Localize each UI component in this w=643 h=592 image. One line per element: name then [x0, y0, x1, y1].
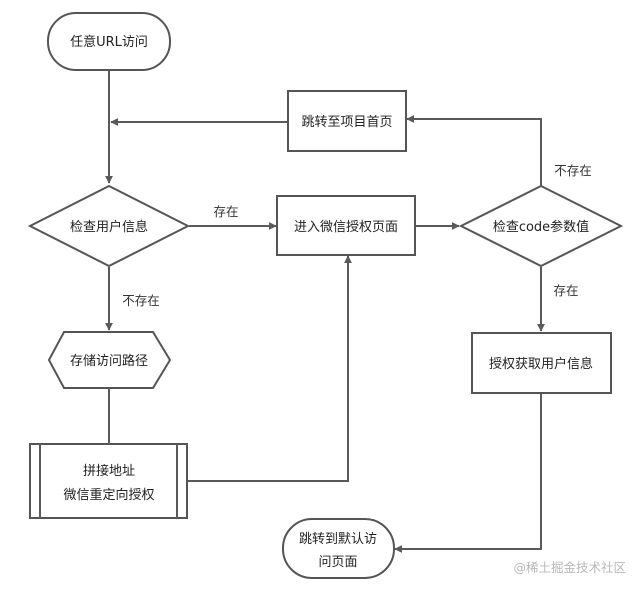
node-jump-default: 跳转到默认访 问页面 [282, 518, 395, 579]
node-store-path-label: 存储访问路径 [70, 353, 148, 369]
node-jump-default-label-line1: 跳转到默认访 [299, 531, 377, 547]
node-check-user: 检查用户信息 [27, 184, 191, 268]
edge-check-code-to-jump-home [406, 115, 542, 186]
node-get-user: 授权获取用户信息 [471, 332, 612, 394]
node-get-user-label: 授权获取用户信息 [489, 356, 593, 372]
node-build-url: 拼接地址 微信重定向授权 [29, 443, 188, 519]
node-enter-auth-label: 进入微信授权页面 [294, 219, 398, 235]
node-store-path: 存储访问路径 [47, 331, 172, 389]
node-jump-default-label-line2: 问页面 [318, 555, 357, 570]
edge-build-url-to-enter-auth [188, 255, 352, 482]
node-build-url-label-line2: 微信重定向授权 [63, 487, 154, 503]
edge-labels: 存在 不存在 不存在 存在 [122, 163, 592, 308]
node-start-label: 任意URL访问 [70, 34, 148, 50]
node-enter-auth: 进入微信授权页面 [276, 195, 416, 256]
edge-label-code-exists: 存在 [553, 283, 578, 298]
edge-label-user-exists: 存在 [213, 204, 238, 219]
edges [105, 71, 545, 553]
node-check-code: 检查code参数值 [458, 184, 624, 268]
node-jump-home-label: 跳转至项目首页 [301, 115, 392, 130]
edge-label-user-not-exists: 不存在 [122, 293, 160, 308]
watermark: @稀土掘金技术社区 [513, 560, 626, 575]
node-check-user-label: 检查用户信息 [70, 219, 148, 235]
edge-get-user-to-jump-default [394, 394, 542, 553]
node-check-code-label: 检查code参数值 [493, 219, 589, 235]
edge-label-code-not-exists: 不存在 [554, 163, 592, 178]
node-jump-home: 跳转至项目首页 [287, 90, 407, 152]
node-build-url-label-line1: 拼接地址 [83, 463, 135, 479]
node-start: 任意URL访问 [47, 12, 171, 71]
